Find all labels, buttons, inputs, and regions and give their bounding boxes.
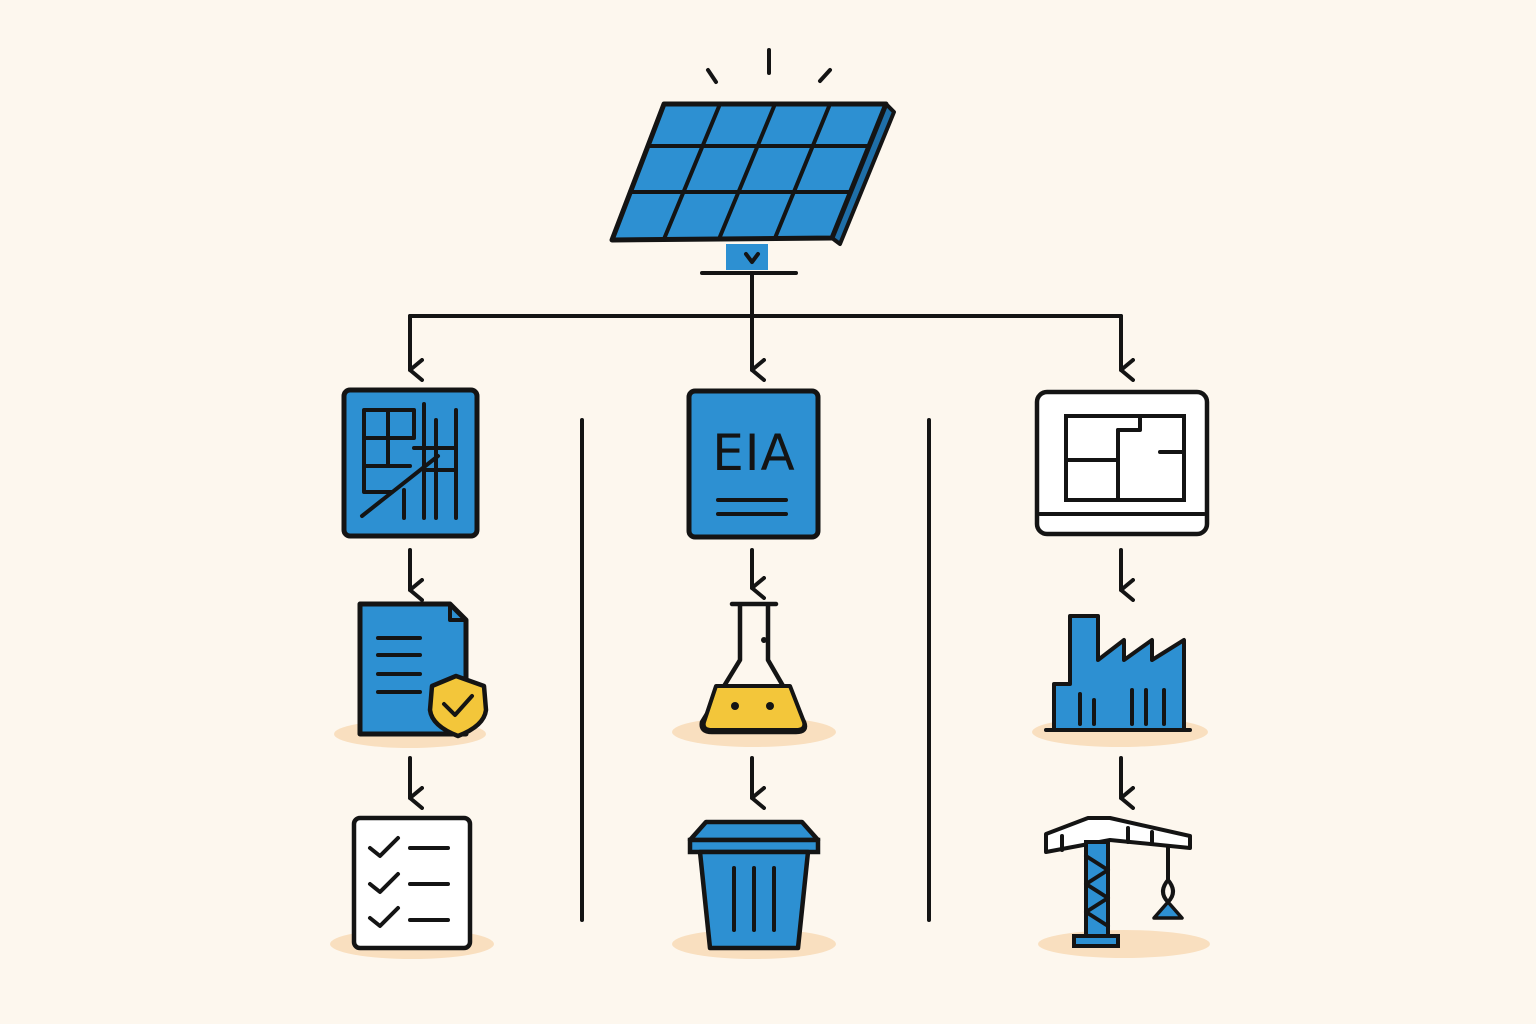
check-icon [442, 694, 474, 717]
eia-label: EIA [712, 424, 796, 482]
ground-shadow [1038, 930, 1210, 958]
checklist-icon [330, 815, 494, 959]
waste-bin-icon [672, 819, 836, 959]
factory-icon [1032, 614, 1208, 747]
flask-liquid [701, 684, 807, 732]
bin-lid [687, 819, 821, 843]
crane-load [1152, 900, 1184, 920]
crane-base [1072, 934, 1120, 948]
solar-panel-icon [609, 48, 896, 275]
connectors [408, 271, 1135, 922]
construction-crane-icon [1038, 816, 1210, 958]
floor-plan-blueprint-icon [1034, 389, 1210, 537]
shield-icon [427, 673, 489, 739]
site-layout-plan-icon [341, 387, 480, 539]
sun-ray [706, 68, 718, 84]
eia-report-icon: EIA [686, 388, 821, 540]
certified-document-icon [334, 601, 489, 748]
chemical-flask-icon [672, 601, 836, 747]
sun-ray [818, 68, 832, 83]
